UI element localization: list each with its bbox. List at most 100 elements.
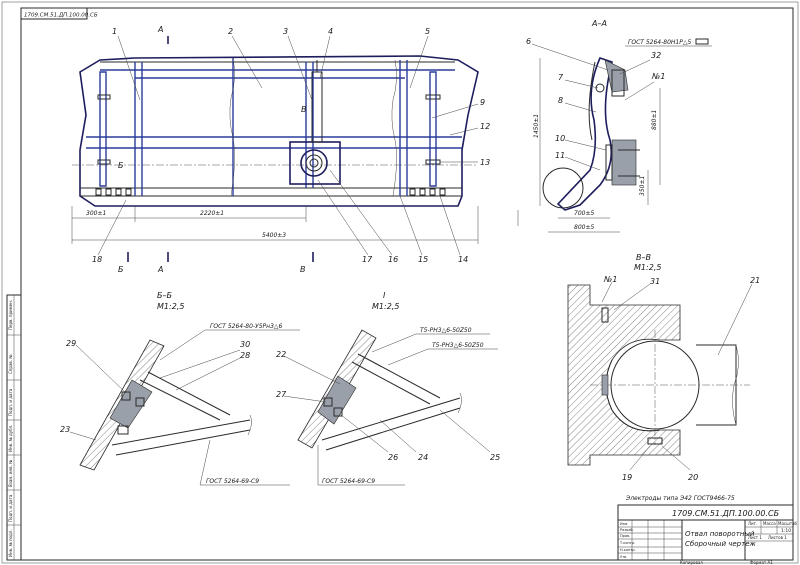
callout-30: 30 bbox=[240, 340, 250, 349]
dim-2220: 2220±1 bbox=[200, 210, 224, 217]
main-view: А А Б Б В В 300±1 2220±1 5400±3 1 2 3 4 bbox=[71, 25, 490, 274]
view-i-title: I bbox=[383, 291, 386, 300]
strip-label-4: Взам. инв. № bbox=[8, 460, 13, 487]
callout-16: 16 bbox=[388, 255, 398, 264]
callout-9: 9 bbox=[480, 98, 485, 107]
callout-2: 2 bbox=[228, 27, 233, 36]
inner-frame bbox=[20, 7, 794, 561]
callout-5: 5 bbox=[425, 27, 430, 36]
i-bolts bbox=[323, 397, 343, 417]
callout-29: 29 bbox=[66, 339, 76, 348]
view-aa-mark: №1 bbox=[651, 72, 665, 81]
tb-sheets: Листов 1 bbox=[768, 535, 787, 540]
strip-label-3: Инв. № дубл. bbox=[8, 425, 13, 452]
callout-21: 21 bbox=[750, 276, 760, 285]
tb-row-3: Т.контр. bbox=[619, 541, 635, 545]
top-stamp-text: 1709.СМ.51.ДП.100.00.СБ bbox=[24, 13, 98, 19]
view-i-scale: М1:2,5 bbox=[372, 302, 399, 311]
tb-head-mass: Масса bbox=[763, 521, 776, 526]
tb-row-0: Изм. bbox=[620, 522, 628, 526]
view-vv: В–В М1:2,5 №1 31 21 19 20 bbox=[567, 253, 760, 482]
strip-label-6: Инв. № подл. bbox=[8, 529, 13, 557]
view-i: I М1:2,5 Т5-РН3△6-50Z50 Т5-РН3△6-50Z50 Г… bbox=[276, 291, 500, 486]
dim-880: 880±1 bbox=[651, 110, 658, 130]
tb-format: Формат А1 bbox=[750, 560, 773, 565]
view-aa: А–А ГОСТ 5264-80Н1Р△5 1450±1 880±1 350±1… bbox=[517, 19, 712, 233]
tb-row-2: Пров. bbox=[620, 534, 630, 538]
callout-18: 18 bbox=[92, 255, 102, 264]
callout-1: 1 bbox=[112, 27, 117, 36]
section-a-top: А bbox=[157, 25, 163, 34]
main-callouts: 1 2 3 4 5 9 12 13 14 15 16 17 18 bbox=[92, 27, 490, 264]
electrode-note: Электроды типа Э42 ГОСТ9466-75 bbox=[625, 495, 735, 502]
callout-22: 22 bbox=[276, 350, 286, 359]
dim-800: 800±5 bbox=[574, 224, 594, 231]
callout-19: 19 bbox=[622, 473, 632, 482]
tb-row-1: Разраб. bbox=[620, 528, 634, 532]
callout-28: 28 bbox=[240, 351, 250, 360]
view-vv-scale: М1:2,5 bbox=[634, 263, 661, 272]
view-bb-weld-bottom: ГОСТ 5264-69-С9 bbox=[206, 478, 259, 485]
callout-20: 20 bbox=[688, 473, 698, 482]
callout-14: 14 bbox=[458, 255, 468, 264]
callout-4: 4 bbox=[328, 27, 333, 36]
view-i-weld-1: Т5-РН3△6-50Z50 bbox=[420, 327, 472, 334]
tb-name-2: Сборочный чертеж bbox=[685, 540, 756, 548]
section-b-bottom: Б bbox=[118, 265, 124, 274]
view-vv-mark: №1 bbox=[603, 275, 617, 284]
dim-5400: 5400±3 bbox=[262, 232, 286, 239]
bb-bolts bbox=[117, 391, 145, 435]
callout-17: 17 bbox=[362, 255, 373, 264]
callout-6: 6 bbox=[526, 37, 531, 46]
section-b-left: Б bbox=[118, 161, 124, 170]
view-i-weld-2: Т5-РН3△6-50Z50 bbox=[432, 342, 484, 349]
tb-copy: Копировал bbox=[680, 560, 703, 565]
strip-label-5: Подп. и дата bbox=[8, 494, 13, 522]
dim-1450: 1450±1 bbox=[533, 114, 540, 138]
callout-12: 12 bbox=[480, 122, 490, 131]
callout-13: 13 bbox=[480, 158, 490, 167]
section-v-bottom: В bbox=[300, 265, 306, 274]
view-bb-scale: М1:2,5 bbox=[157, 302, 184, 311]
strip-label-1: Справ. № bbox=[8, 355, 13, 374]
callout-15: 15 bbox=[418, 255, 428, 264]
tb-row-5: Утв. bbox=[620, 555, 627, 559]
callout-23: 23 bbox=[60, 425, 70, 434]
callout-31: 31 bbox=[650, 277, 660, 286]
tb-head-lit: Лит. bbox=[748, 521, 757, 526]
strip-label-2: Подп. и дата bbox=[8, 388, 13, 416]
tb-sheet: Лист 1 bbox=[748, 535, 762, 540]
left-strip: Перв. примен. Справ. № Подп. и дата Инв.… bbox=[6, 294, 22, 561]
callout-32: 32 bbox=[651, 51, 661, 60]
tb-row-4: Н.контр. bbox=[620, 548, 636, 552]
callout-7: 7 bbox=[558, 73, 564, 82]
callout-27: 27 bbox=[276, 390, 287, 399]
title-block: 1709.СМ.51.ДП.100.00.СБ Отвал поворотный… bbox=[617, 504, 798, 565]
tb-scale-value: 1:10 bbox=[781, 528, 791, 534]
view-bb-weld-top: ГОСТ 5264-80-У5Рн3△6 bbox=[210, 323, 283, 330]
section-v-mid: В bbox=[301, 105, 307, 114]
tb-head-scale: Масштаб bbox=[778, 521, 798, 526]
dim-350: 350±1 bbox=[639, 176, 646, 196]
callout-11: 11 bbox=[555, 151, 565, 160]
view-bb-title: Б–Б bbox=[157, 291, 172, 300]
section-a-bottom: А bbox=[157, 265, 163, 274]
knife-bolts bbox=[95, 188, 446, 196]
dim-300: 300±1 bbox=[86, 210, 106, 217]
callout-25: 25 bbox=[490, 453, 500, 462]
top-stamp: 1709.СМ.51.ДП.100.00.СБ bbox=[20, 7, 98, 20]
callout-3: 3 bbox=[283, 27, 288, 36]
callout-26: 26 bbox=[388, 453, 398, 462]
callout-8: 8 bbox=[558, 96, 563, 105]
tb-name-1: Отвал поворотный bbox=[685, 530, 755, 538]
callout-10: 10 bbox=[555, 134, 565, 143]
callout-24: 24 bbox=[418, 453, 428, 462]
view-i-weld-bottom: ГОСТ 5264-69-С9 bbox=[322, 478, 375, 485]
view-aa-weld: ГОСТ 5264-80Н1Р△5 bbox=[628, 39, 691, 46]
view-aa-title: А–А bbox=[591, 19, 607, 28]
dim-700: 700±5 bbox=[574, 210, 594, 217]
tb-designation: 1709.СМ.51.ДП.100.00.СБ bbox=[672, 509, 780, 518]
strip-label-0: Перв. примен. bbox=[8, 300, 13, 330]
